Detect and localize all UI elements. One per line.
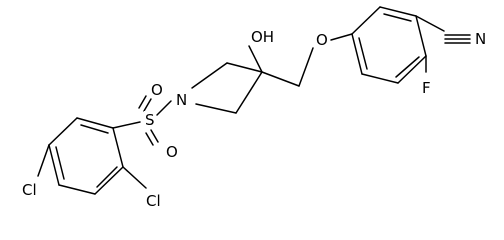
bond-ar-double-a [383, 13, 412, 22]
bond-dcp3 [48, 144, 60, 186]
atom-s: S [144, 111, 156, 129]
bond-ar2 [379, 6, 417, 17]
bond-n-s [156, 100, 172, 116]
bond-s-o-bottom-1 [145, 132, 154, 146]
bond-ar-double-c [358, 37, 368, 70]
atom-s-label: S [145, 111, 155, 129]
atom-cl-right: Cl [145, 192, 165, 210]
atom-f-label: F [422, 79, 431, 97]
atom-cl-left: Cl [21, 181, 41, 199]
chemical-structure-diagram: OH O N S O O Cl Cl [21, 6, 488, 210]
bond-ch2-bottom-n [195, 103, 237, 114]
bond-ch2-top-c3 [226, 62, 263, 73]
bond-dcp6 [112, 127, 124, 168]
bond-c3-ch2 [261, 71, 300, 87]
bond-s-aryl [112, 121, 141, 129]
bond-ether-o-aryl [330, 33, 353, 41]
atom-oh: OH [250, 28, 274, 46]
bond-c3-oh [248, 45, 263, 73]
atom-so-top: O [150, 81, 163, 99]
bond-ar4 [397, 55, 427, 84]
bond-c3-ch2-bottom [235, 71, 263, 114]
bond-ch2-ether-o [298, 47, 314, 87]
bond-ar-double-b [395, 56, 420, 78]
atom-so-bottom: O [165, 143, 178, 161]
bond-dcp4 [58, 184, 96, 195]
bond-s-o-top-2 [143, 98, 152, 112]
bond-dcp5 [94, 166, 124, 195]
atom-ether-o-label: O [316, 31, 328, 49]
bond-ar6 [351, 33, 363, 75]
atom-cl-left-label: Cl [22, 181, 37, 199]
atom-so-bottom-label: O [166, 143, 178, 161]
bond-dcp-cl-left [37, 144, 50, 177]
atom-ether-o: O [315, 31, 328, 49]
bond-lines [37, 6, 471, 195]
bond-ar-cn [415, 15, 445, 32]
atom-nitrile-n-label: N [475, 30, 486, 48]
bond-dcp1 [76, 117, 114, 129]
atom-oh-label: OH [251, 28, 274, 46]
bond-dcp-cl-right [122, 166, 147, 189]
atom-f: F [421, 79, 432, 97]
atom-n-label: N [176, 91, 187, 109]
bond-ar5 [361, 73, 399, 84]
bond-dcp-double-c [96, 166, 118, 188]
bond-dcp-double-a [80, 124, 109, 134]
bond-dcp2 [48, 117, 78, 146]
atom-labels: OH O N S O O Cl Cl [21, 28, 488, 210]
bond-n-ch2-top [191, 62, 228, 89]
atom-cl-right-label: Cl [146, 192, 161, 210]
bond-ar1 [351, 6, 381, 35]
bond-ar3 [415, 15, 427, 57]
atom-nitrile-n: N [474, 30, 488, 48]
bond-s-o-bottom-2 [150, 129, 159, 143]
bond-s-o-top-1 [138, 95, 147, 109]
atom-so-top-label: O [151, 81, 163, 99]
bond-dcp-double-b [55, 146, 65, 180]
atom-n: N [174, 91, 187, 109]
